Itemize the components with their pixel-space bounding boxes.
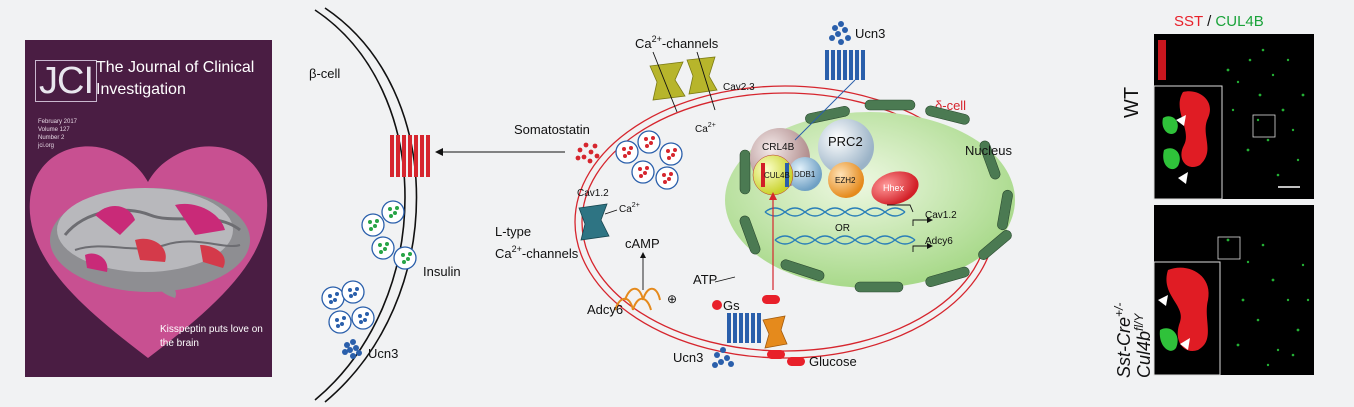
beta-cell-label: β-cell [309,66,340,81]
somatostatin-label: Somatostatin [514,122,590,137]
tss-arrow-adcy6 [912,245,927,252]
atp-label: ATP [693,272,717,287]
hhex-protein [871,171,919,205]
hhex-label: Hhex [883,183,905,193]
camp-label: cAMP [625,236,660,251]
dna-strand-2 [774,235,916,245]
ucn3-peptide-bottom [712,347,734,368]
mechanism-diagram: β-cell Insulin [309,7,1015,403]
somatostatin-granules [575,130,683,190]
ltype-label-line2: Ca2+-channels [495,244,579,261]
insulin-granules [361,200,417,270]
prc2-complex [818,119,874,175]
ca-ion-top-label: Ca2+ [695,122,716,135]
gs-protein [712,300,722,310]
gs-label: Gs [723,298,740,313]
ltype-label-line1: L-type [495,224,531,239]
glucose-molecule [787,357,805,366]
tss-arrow-cav12 [912,219,927,226]
ko-micrograph [1153,205,1314,376]
wt-label: WT [1121,87,1143,118]
cul4b-bar-red [761,163,765,187]
hhex-to-dna-arrow [887,204,914,213]
adcy6-enzyme [614,287,661,311]
journal-cover: JCI The Journal of Clinical Investigatio… [25,40,272,377]
glucose-molecule [767,350,785,359]
prc2-label: PRC2 [828,134,863,149]
cav23-label: Cav2.3 [723,82,755,93]
dna-strand-1 [764,207,906,217]
ucn3-peptide-top [829,21,851,45]
ucn3-label-bottom: Ucn3 [673,350,703,365]
sstr-receptor [390,135,430,177]
ucn3-receptor-bottom [727,313,761,343]
ca-ion-left-label: Ca2+ [619,202,640,215]
cav12-channel [578,203,610,241]
or-label: OR [835,223,850,234]
ko-label-line1: Sst-Cre+/- [1112,303,1134,378]
target-adcy6-label: Adcy6 [925,236,953,247]
cav23-channel-2 [686,56,718,95]
cav12-label: Cav1.2 [577,188,609,199]
nucleus-label: Nucleus [965,143,1012,158]
insulin-label: Insulin [423,264,461,279]
cul4b-label: CUL4B [764,171,790,180]
ezh2-protein [828,162,864,198]
ucn3-granules-beta [321,280,375,359]
cav23-channel-1 [649,61,686,101]
journal-title: The Journal of Clinical Investigation [96,59,255,98]
stain-legend: SST / CUL4B [1174,13,1264,30]
crl4b-label: CRL4B [762,142,795,153]
cover-tagline: Kisspeptin puts love on the brain [160,324,263,349]
ucn3-receptor-top [825,50,865,80]
cover-art [29,146,268,358]
ucn3-signal-line [794,79,856,141]
glucose-transporter [762,315,788,349]
glucose-label: Glucose [809,354,857,369]
ezh2-label: EZH2 [835,176,856,185]
ko-label-line2: Cul4bfl/Y [1132,313,1154,378]
ucn3-label-top: Ucn3 [855,26,885,41]
immunofluorescence-panel: SST / CUL4B WT [1112,13,1314,378]
ucn3-label-beta: Ucn3 [368,346,398,361]
issue-info: February 2017 Volume 127 Number 2 jci.or… [38,118,98,150]
jci-logo: JCI [35,60,97,102]
wt-micrograph [1153,34,1314,200]
target-cav12-label: Cav1.2 [925,210,957,221]
issue-line: Number 2 [38,135,65,141]
issue-line: February 2017 [38,119,78,125]
plus-symbol: ⊕ [667,292,677,306]
adcy6-label: Adcy6 [587,302,623,317]
ca-channels-top-label: Ca2+-channels [635,34,719,51]
ddb1-protein [788,157,822,191]
issue-line: jci.org [38,143,55,149]
issue-line: Volume 127 [38,127,70,133]
glucose-molecule [762,295,780,304]
ddb1-label: DDB1 [794,170,816,179]
brain-image [50,188,250,298]
cul4b-bar-blue [785,163,789,187]
